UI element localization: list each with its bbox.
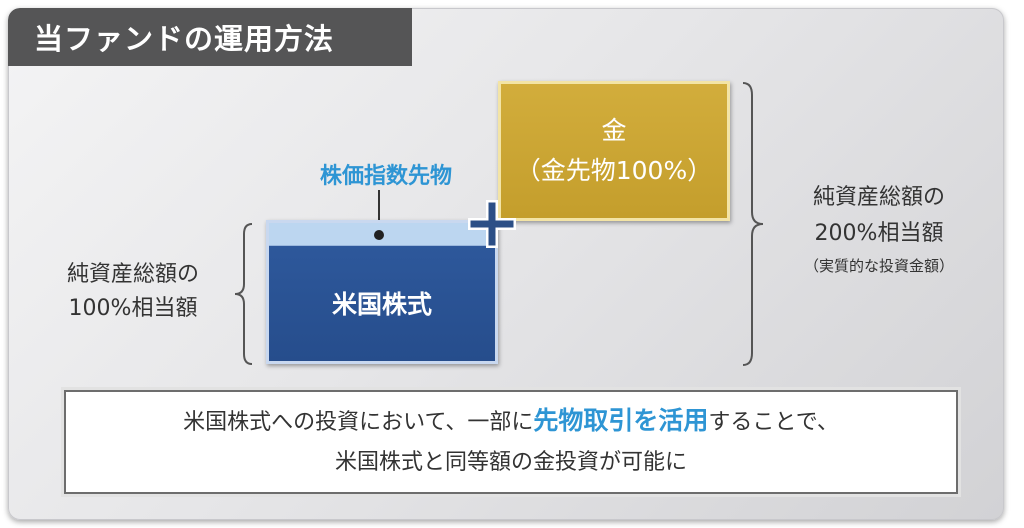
page-title: 当ファンドの運用方法 [8,8,412,66]
futures-label: 株価指数先物 [319,164,452,189]
summary-line1-pre: 米国株式への投資において、一部に [183,410,534,435]
summary-line1-post: することで、 [708,410,839,435]
right-note-line1: 純資産総額の [812,185,945,210]
futures-pointer-line [378,190,380,234]
left-note-line1: 純資産総額の [66,262,199,287]
summary-highlight: 先物取引を活用 [533,406,709,435]
summary-box: 米国株式への投資において、一部に先物取引を活用することで、 米国株式と同等額の金… [64,390,958,494]
left-brace-icon [234,223,253,365]
us-stock-box: 米国株式 [266,220,498,364]
diagram-panel: 当ファンドの運用方法 金 （金先物100%） 株価指数先物 米国株式 純資産総額… [8,8,1004,520]
summary-line2: 米国株式と同等額の金投資が可能に [334,450,687,475]
gold-box: 金 （金先物100%） [498,81,730,221]
right-note-line3: （実質的な投資金額） [803,257,954,275]
right-brace-icon [742,82,764,366]
us-stock-label: 米国株式 [331,290,432,319]
right-note: 純資産総額の 200%相当額 （実質的な投資金額） [766,180,992,280]
left-note-line2: 100%相当額 [68,296,198,321]
plus-icon [468,200,516,248]
gold-label: 金 [601,116,627,145]
summary-line1: 米国株式への投資において、一部に先物取引を活用することで、 [183,401,839,443]
left-note: 純資産総額の 100%相当額 [38,258,228,326]
gold-sublabel: （金先物100%） [515,156,713,185]
right-note-line2: 200%相当額 [814,221,944,246]
futures-pointer-dot [374,230,384,240]
